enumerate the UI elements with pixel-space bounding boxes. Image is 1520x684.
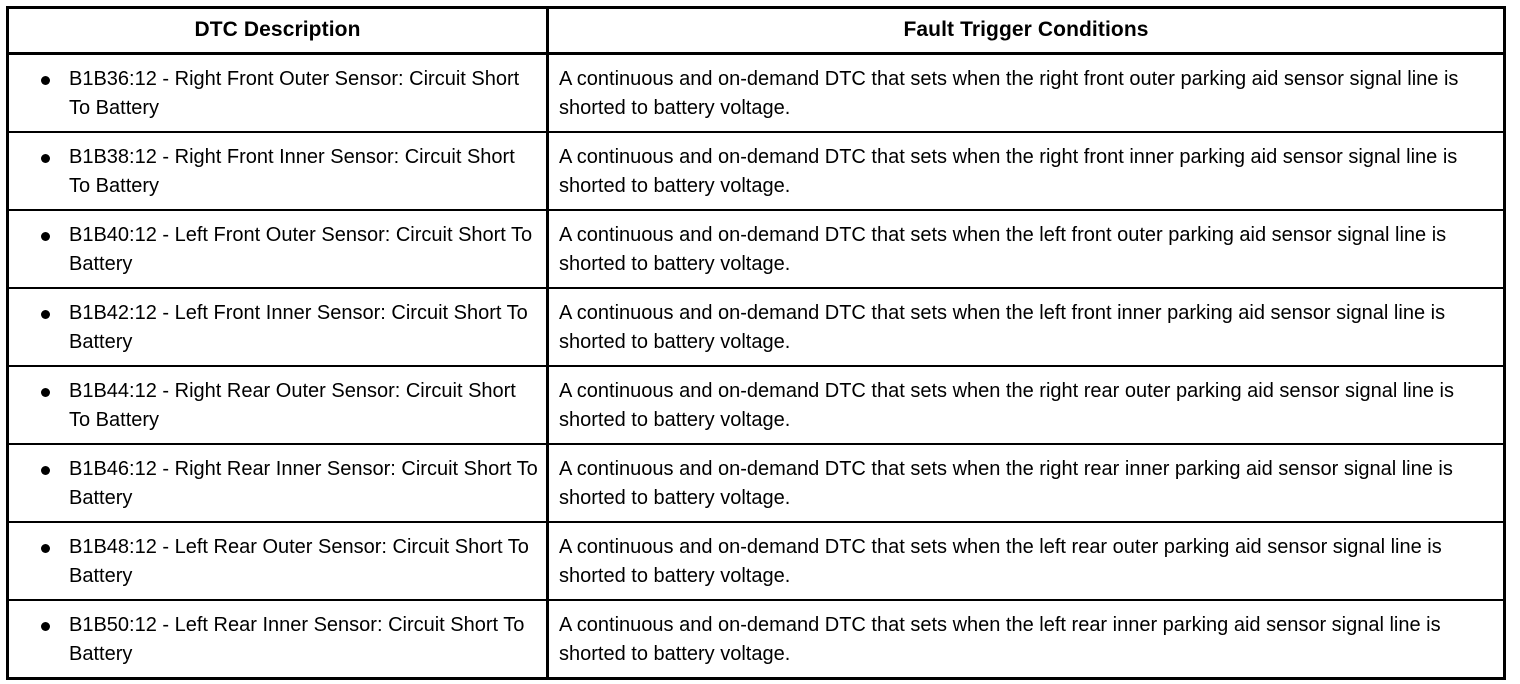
bullet-icon	[41, 154, 50, 163]
dtc-description-text: B1B36:12 - Right Front Outer Sensor: Cir…	[69, 68, 520, 119]
dtc-description-text: B1B42:12 - Left Front Inner Sensor: Circ…	[69, 302, 528, 353]
dtc-fault-table: DTC Description Fault Trigger Conditions…	[6, 6, 1506, 680]
table-row: B1B42:12 - Left Front Inner Sensor: Circ…	[7, 287, 1505, 366]
fault-trigger-conditions-text: A continuous and on-demand DTC that sets…	[559, 458, 1453, 509]
bullet-icon	[41, 310, 50, 319]
table-row: B1B50:12 - Left Rear Inner Sensor: Circu…	[7, 599, 1505, 679]
dtc-description-text: B1B40:12 - Left Front Outer Sensor: Circ…	[69, 224, 533, 275]
cell-fault-trigger-conditions: A continuous and on-demand DTC that sets…	[547, 131, 1505, 210]
table-row: B1B48:12 - Left Rear Outer Sensor: Circu…	[7, 521, 1505, 600]
dtc-description-content: B1B36:12 - Right Front Outer Sensor: Cir…	[9, 55, 546, 131]
dtc-description-content: B1B42:12 - Left Front Inner Sensor: Circ…	[9, 289, 546, 365]
bullet-icon	[41, 544, 50, 553]
dtc-description-content: B1B44:12 - Right Rear Outer Sensor: Circ…	[9, 367, 546, 443]
fault-trigger-conditions-text: A continuous and on-demand DTC that sets…	[559, 146, 1458, 197]
table-row: B1B44:12 - Right Rear Outer Sensor: Circ…	[7, 365, 1505, 444]
column-header-dtc-description: DTC Description	[7, 7, 549, 55]
bullet-icon	[41, 232, 50, 241]
dtc-description-text: B1B48:12 - Left Rear Outer Sensor: Circu…	[69, 536, 529, 587]
dtc-description-content: B1B48:12 - Left Rear Outer Sensor: Circu…	[9, 523, 546, 599]
cell-dtc-description: B1B46:12 - Right Rear Inner Sensor: Circ…	[7, 443, 549, 522]
fault-trigger-conditions-text: A continuous and on-demand DTC that sets…	[559, 68, 1459, 119]
cell-fault-trigger-conditions: A continuous and on-demand DTC that sets…	[547, 443, 1505, 522]
cell-fault-trigger-conditions: A continuous and on-demand DTC that sets…	[547, 287, 1505, 366]
cell-dtc-description: B1B48:12 - Left Rear Outer Sensor: Circu…	[7, 521, 549, 600]
cell-dtc-description: B1B50:12 - Left Rear Inner Sensor: Circu…	[7, 599, 549, 679]
dtc-description-text: B1B44:12 - Right Rear Outer Sensor: Circ…	[69, 380, 516, 431]
cell-dtc-description: B1B44:12 - Right Rear Outer Sensor: Circ…	[7, 365, 549, 444]
column-header-fault-trigger-conditions: Fault Trigger Conditions	[547, 7, 1505, 55]
cell-fault-trigger-conditions: A continuous and on-demand DTC that sets…	[547, 521, 1505, 600]
fault-trigger-conditions-text: A continuous and on-demand DTC that sets…	[559, 614, 1441, 665]
fault-trigger-conditions-text: A continuous and on-demand DTC that sets…	[559, 536, 1442, 587]
cell-dtc-description: B1B36:12 - Right Front Outer Sensor: Cir…	[7, 53, 549, 132]
bullet-icon	[41, 622, 50, 631]
cell-fault-trigger-conditions: A continuous and on-demand DTC that sets…	[547, 209, 1505, 288]
dtc-description-text: B1B46:12 - Right Rear Inner Sensor: Circ…	[69, 458, 538, 509]
fault-trigger-conditions-text: A continuous and on-demand DTC that sets…	[559, 302, 1446, 353]
fault-trigger-conditions-text: A continuous and on-demand DTC that sets…	[559, 380, 1454, 431]
cell-dtc-description: B1B40:12 - Left Front Outer Sensor: Circ…	[7, 209, 549, 288]
table-header: DTC Description Fault Trigger Conditions	[7, 7, 1505, 55]
table-header-row: DTC Description Fault Trigger Conditions	[7, 7, 1505, 55]
table-body: B1B36:12 - Right Front Outer Sensor: Cir…	[7, 53, 1505, 679]
table-row: B1B36:12 - Right Front Outer Sensor: Cir…	[7, 53, 1505, 133]
table-row: B1B46:12 - Right Rear Inner Sensor: Circ…	[7, 443, 1505, 522]
table-row: B1B38:12 - Right Front Inner Sensor: Cir…	[7, 131, 1505, 210]
cell-dtc-description: B1B42:12 - Left Front Inner Sensor: Circ…	[7, 287, 549, 366]
dtc-description-text: B1B50:12 - Left Rear Inner Sensor: Circu…	[69, 614, 525, 665]
dtc-description-content: B1B46:12 - Right Rear Inner Sensor: Circ…	[9, 445, 546, 521]
dtc-description-content: B1B40:12 - Left Front Outer Sensor: Circ…	[9, 211, 546, 287]
dtc-description-content: B1B50:12 - Left Rear Inner Sensor: Circu…	[9, 601, 546, 677]
dtc-description-content: B1B38:12 - Right Front Inner Sensor: Cir…	[9, 133, 546, 209]
fault-trigger-conditions-text: A continuous and on-demand DTC that sets…	[559, 224, 1447, 275]
bullet-icon	[41, 388, 50, 397]
cell-dtc-description: B1B38:12 - Right Front Inner Sensor: Cir…	[7, 131, 549, 210]
cell-fault-trigger-conditions: A continuous and on-demand DTC that sets…	[548, 54, 1505, 133]
bullet-icon	[41, 466, 50, 475]
dtc-description-text: B1B38:12 - Right Front Inner Sensor: Cir…	[69, 146, 515, 197]
cell-fault-trigger-conditions: A continuous and on-demand DTC that sets…	[547, 365, 1505, 444]
cell-fault-trigger-conditions: A continuous and on-demand DTC that sets…	[547, 599, 1505, 679]
bullet-icon	[41, 76, 50, 85]
table-row: B1B40:12 - Left Front Outer Sensor: Circ…	[7, 209, 1505, 288]
